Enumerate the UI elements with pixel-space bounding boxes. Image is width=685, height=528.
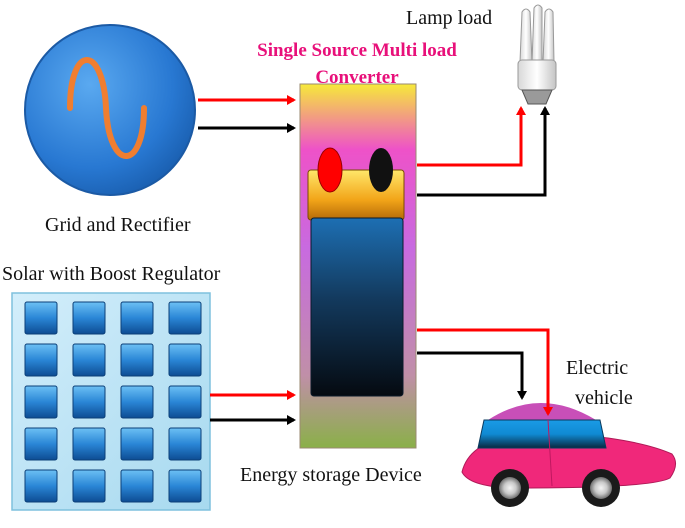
solar-cell bbox=[72, 469, 106, 503]
ev-positive-wire bbox=[417, 328, 553, 416]
solar-cell bbox=[72, 385, 106, 419]
solar-cell bbox=[24, 301, 58, 335]
solar-cell bbox=[24, 385, 58, 419]
wiring bbox=[198, 95, 553, 425]
solar-cell bbox=[168, 385, 202, 419]
lamp-icon bbox=[517, 4, 557, 105]
diagram-title-line-1: Single Source Multi load bbox=[257, 40, 457, 61]
solar-cell-grid bbox=[24, 301, 202, 503]
solar-boost-label: Solar with Boost Regulator bbox=[2, 263, 221, 285]
solar-cell bbox=[72, 301, 106, 335]
lamp-positive-wire bbox=[417, 106, 526, 167]
solar-cell bbox=[168, 469, 202, 503]
solar-cell bbox=[72, 343, 106, 377]
energy-storage-label: Energy storage Device bbox=[240, 464, 422, 486]
solar-cell bbox=[120, 343, 154, 377]
grid-rectifier-label: Grid and Rectifier bbox=[45, 214, 191, 236]
battery-body bbox=[310, 217, 404, 397]
solar-cell bbox=[24, 343, 58, 377]
ev-label-line-2: vehicle bbox=[575, 387, 633, 409]
solar-cell bbox=[168, 343, 202, 377]
solar-cell bbox=[120, 301, 154, 335]
negative-terminal bbox=[369, 148, 393, 192]
lamp-load-label: Lamp load bbox=[406, 7, 493, 29]
solar-cell bbox=[168, 427, 202, 461]
solar-cell bbox=[120, 469, 154, 503]
solar-cell bbox=[24, 469, 58, 503]
sine-wave-icon bbox=[67, 57, 147, 159]
ev-label-line-1: Electric bbox=[566, 357, 629, 379]
solar-cell bbox=[24, 427, 58, 461]
positive-terminal bbox=[317, 147, 343, 193]
grid-rectifier-symbol bbox=[24, 24, 196, 196]
solar-cell bbox=[168, 301, 202, 335]
solar-cell bbox=[120, 385, 154, 419]
solar-panel bbox=[11, 292, 211, 511]
lamp-negative-wire bbox=[417, 106, 550, 197]
solar-cell bbox=[120, 427, 154, 461]
electric-vehicle-icon bbox=[461, 403, 676, 507]
energy-storage-device bbox=[299, 83, 417, 449]
diagram-title-line-2: Converter bbox=[315, 67, 399, 88]
solar-cell bbox=[72, 427, 106, 461]
ev-negative-wire bbox=[417, 351, 527, 400]
